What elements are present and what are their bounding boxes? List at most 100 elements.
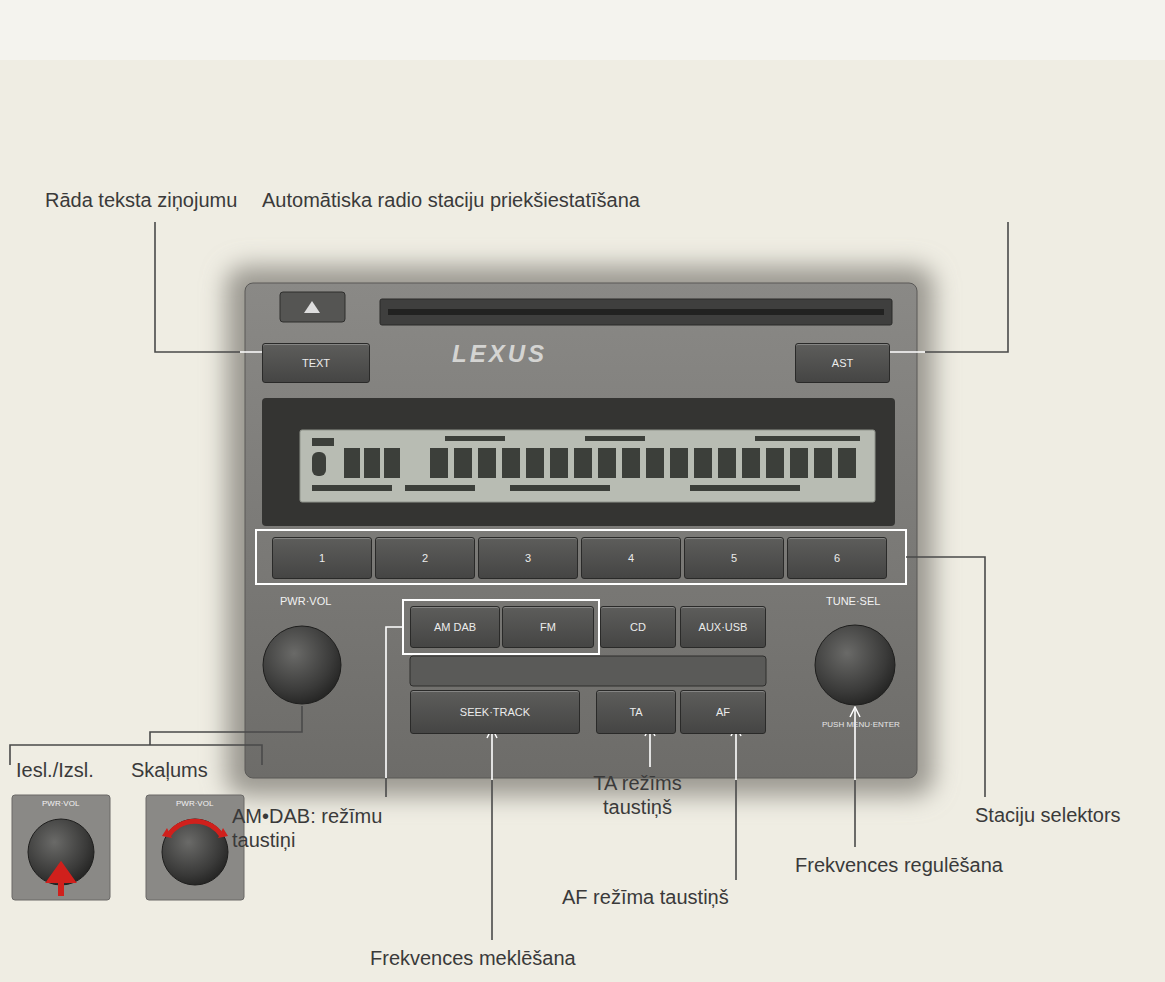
button-text: 4 bbox=[628, 552, 634, 564]
drawing-part bbox=[478, 448, 496, 478]
preset-button: 3 bbox=[478, 537, 578, 579]
button-text: TEXT bbox=[302, 357, 330, 369]
drawing-part bbox=[906, 557, 985, 797]
button-text: FM bbox=[540, 621, 556, 633]
seek-button: SEEK·TRACK bbox=[410, 690, 580, 734]
tune-select-knob bbox=[815, 625, 895, 705]
ast-button: AST bbox=[795, 343, 890, 383]
turn-arrow-heads bbox=[162, 828, 228, 838]
callout-label: Automātiska radio staciju priekšiestatīš… bbox=[262, 188, 640, 212]
button-text: SEEK·TRACK bbox=[460, 706, 530, 718]
drawing-part bbox=[430, 448, 448, 478]
mode-button: AM DAB bbox=[410, 606, 500, 648]
drawing-part bbox=[622, 448, 640, 478]
drawing-part bbox=[491, 780, 493, 940]
faceplate bbox=[245, 283, 917, 778]
af-button: AF bbox=[680, 690, 766, 734]
display-recess bbox=[262, 398, 895, 526]
cd-slot bbox=[380, 299, 892, 325]
drawing-part bbox=[670, 448, 688, 478]
drawing-part bbox=[766, 448, 784, 478]
drawing-part bbox=[384, 448, 400, 478]
drawing-part bbox=[735, 780, 737, 880]
drawing-part bbox=[735, 726, 737, 780]
button-text: TA bbox=[629, 706, 642, 718]
knob-label: TUNE·SEL bbox=[826, 595, 880, 608]
drawing-part bbox=[854, 707, 856, 780]
push-arrow bbox=[51, 866, 71, 896]
knob-label: PWR·VOL bbox=[280, 595, 331, 608]
bezel-shadow bbox=[226, 266, 934, 796]
callout-label: Frekvences regulēšana bbox=[795, 853, 1003, 877]
callout-label: AF režīma taustiņš bbox=[562, 885, 729, 909]
drawing-part bbox=[385, 778, 387, 797]
drawing-part bbox=[814, 448, 832, 478]
drawing-part bbox=[755, 436, 860, 441]
drawing-part bbox=[445, 436, 505, 441]
volume-inset bbox=[146, 795, 244, 900]
button-text: 1 bbox=[319, 552, 325, 564]
callout-label: Iesl./Izsl. bbox=[16, 758, 94, 782]
button-text: 3 bbox=[525, 552, 531, 564]
drawing-part bbox=[150, 706, 302, 745]
turn-arrow bbox=[168, 821, 222, 836]
drawing-part bbox=[312, 438, 334, 446]
top-band bbox=[0, 0, 1165, 60]
drawing-part bbox=[405, 485, 475, 491]
knob-hint: PUSH MENU·ENTER bbox=[822, 720, 900, 730]
callout-label: Frekvences meklēšana bbox=[370, 946, 576, 970]
blank-bar bbox=[410, 656, 766, 686]
preset-button: 4 bbox=[581, 537, 681, 579]
lcd-display bbox=[300, 430, 875, 502]
callout-label: TA režīms taustiņš bbox=[585, 771, 690, 819]
drawing-part bbox=[690, 485, 800, 491]
drawing-part bbox=[550, 448, 568, 478]
button-text: AF bbox=[716, 706, 730, 718]
callout-label: Staciju selektors bbox=[975, 803, 1121, 827]
drawing-part bbox=[790, 448, 808, 478]
button-text: AST bbox=[832, 357, 853, 369]
callout-label: AM•DAB: režīmu taustiņi bbox=[232, 804, 397, 852]
button-text: AM DAB bbox=[434, 621, 476, 633]
drawing-part bbox=[502, 448, 520, 478]
mode-outline bbox=[403, 600, 599, 654]
inset-knob bbox=[162, 819, 228, 885]
drawing-part bbox=[526, 448, 544, 478]
preset-button: 1 bbox=[272, 537, 372, 579]
button-text: 2 bbox=[422, 552, 428, 564]
drawing-part bbox=[585, 436, 645, 441]
drawing-part bbox=[694, 448, 712, 478]
knob-label: PWR·VOL bbox=[176, 799, 213, 809]
drawing-part bbox=[491, 728, 493, 780]
mode-button: FM bbox=[502, 606, 594, 648]
drawing-part bbox=[510, 485, 610, 491]
brand-logo: LEXUS bbox=[452, 340, 547, 369]
mode-button: CD bbox=[600, 606, 676, 648]
drawing-part bbox=[344, 448, 360, 478]
callout-label: Rāda teksta ziņojumu bbox=[45, 188, 237, 212]
lcd-segments bbox=[312, 436, 860, 491]
drawing-part bbox=[718, 448, 736, 478]
power-volume-knob bbox=[263, 626, 341, 704]
drawing-part bbox=[386, 627, 403, 778]
drawing-part bbox=[574, 448, 592, 478]
mode-button: AUX·USB bbox=[680, 606, 766, 648]
drawing-part bbox=[155, 222, 240, 352]
eject-button bbox=[280, 292, 345, 322]
preset-button: 2 bbox=[375, 537, 475, 579]
drawing-part bbox=[598, 448, 616, 478]
drawing-part bbox=[364, 448, 380, 478]
drawing-part bbox=[838, 448, 856, 478]
button-text: AUX·USB bbox=[699, 621, 748, 633]
knob-label: PWR·VOL bbox=[42, 799, 79, 809]
drawing-part bbox=[742, 448, 760, 478]
drawing-part bbox=[454, 448, 472, 478]
callout-label: Skaļums bbox=[131, 758, 208, 782]
drawing-part bbox=[646, 448, 664, 478]
power-inset bbox=[12, 795, 110, 900]
drawing-part bbox=[854, 780, 856, 847]
button-text: CD bbox=[630, 621, 646, 633]
preset-outline bbox=[256, 530, 906, 584]
